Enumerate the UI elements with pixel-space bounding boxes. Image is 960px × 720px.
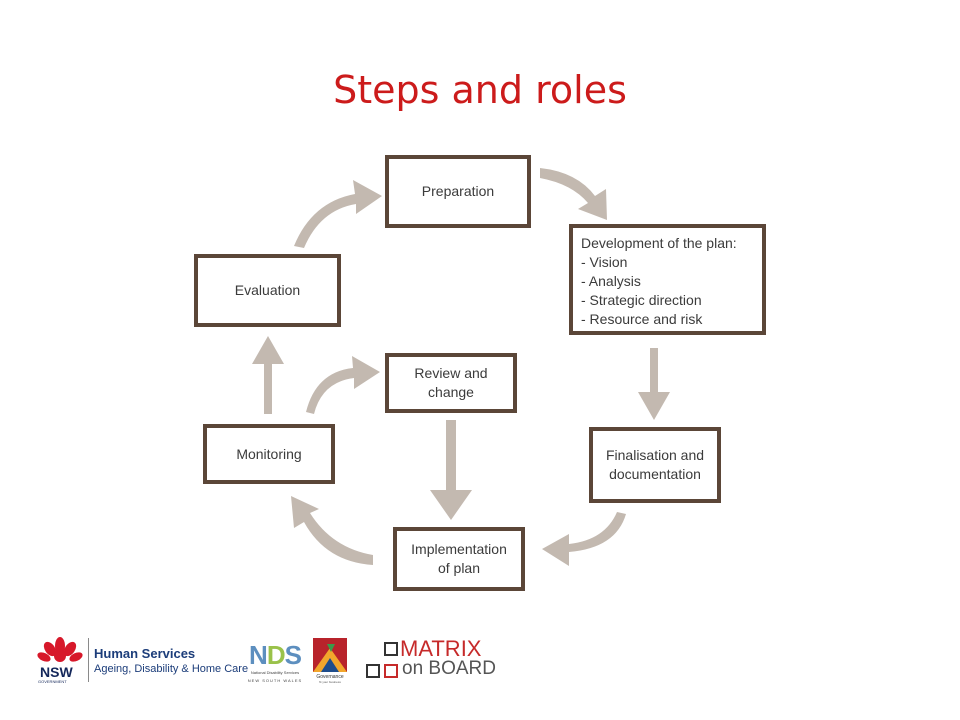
matrix-square-icon	[366, 664, 380, 678]
nsw-government-text: GOVERNMENT	[38, 679, 67, 684]
step-development-content: Development of the plan: - Vision - Anal…	[581, 234, 737, 329]
step-finalisation-label: Finalisation and documentation	[606, 446, 704, 484]
logo-divider	[88, 638, 89, 682]
step-review: Review and change	[385, 353, 517, 413]
matrix-square-icon	[384, 642, 398, 656]
step-development-item: - Analysis	[581, 273, 641, 289]
nsw-human-services-logo: NSW GOVERNMENT Human Services Ageing, Di…	[36, 632, 248, 688]
step-implementation: Implementation of plan	[393, 527, 525, 591]
governance-emblem-icon	[313, 638, 347, 672]
arrow-monitoring-to-evaluation	[252, 336, 284, 414]
step-development-item: - Strategic direction	[581, 292, 702, 308]
waratah-icon	[37, 637, 83, 662]
nds-wordmark: NDS	[244, 640, 306, 671]
step-preparation-label: Preparation	[421, 183, 495, 199]
step-development-heading: Development of the plan:	[581, 235, 737, 251]
step-preparation: Preparation	[385, 155, 531, 228]
nds-letter: D	[266, 640, 286, 670]
step-development: Development of the plan: - Vision - Anal…	[569, 224, 766, 335]
human-services-title: Human Services	[94, 646, 196, 661]
step-review-line: Review and	[414, 365, 488, 381]
arrow-finalisation-to-implementation	[542, 512, 626, 566]
matrix-wordmark: MATRIX	[400, 636, 482, 661]
step-implementation-line: of plan	[437, 560, 481, 576]
adhc-subtitle: Ageing, Disability & Home Care	[94, 663, 249, 675]
step-development-item: - Resource and risk	[581, 311, 703, 327]
matrix-on-board-logo: MATRIX on BOARD	[362, 634, 512, 684]
arrow-preparation-to-development	[540, 168, 607, 220]
nds-letter: S	[284, 640, 302, 670]
step-implementation-label: Implementation of plan	[411, 540, 507, 578]
nds-line1: National Disability Services	[250, 670, 300, 675]
arrow-development-to-finalisation	[638, 348, 670, 420]
governance-logo: Governance fit your business	[313, 638, 347, 688]
step-development-item: - Vision	[581, 254, 628, 270]
step-finalisation: Finalisation and documentation	[589, 427, 721, 503]
slide-title: Steps and roles	[333, 68, 627, 112]
nsw-wordmark: NSW	[40, 664, 73, 680]
nds-logo: NDS National Disability Services NEW SOU…	[244, 640, 306, 688]
governance-tagline: fit your business	[319, 680, 341, 684]
step-review-label: Review and change	[414, 364, 487, 402]
arrow-monitoring-to-review	[306, 356, 380, 414]
arrow-evaluation-to-preparation	[294, 180, 382, 248]
matrix-square-icon	[384, 664, 398, 678]
step-monitoring: Monitoring	[203, 424, 335, 484]
footer-logos: NSW GOVERNMENT Human Services Ageing, Di…	[0, 628, 960, 708]
step-evaluation-label: Evaluation	[234, 282, 301, 298]
step-monitoring-label: Monitoring	[236, 445, 302, 462]
nds-line2: NEW SOUTH WALES	[247, 678, 303, 683]
step-implementation-line: Implementation	[411, 541, 507, 557]
arrow-implementation-to-monitoring	[291, 496, 373, 565]
governance-label: Governance	[316, 674, 344, 680]
nds-letter: N	[249, 640, 268, 670]
step-review-line: change	[428, 384, 474, 400]
step-finalisation-line: documentation	[609, 466, 701, 482]
arrow-review-to-implementation	[430, 420, 472, 520]
step-evaluation: Evaluation	[194, 254, 341, 327]
on-board-wordmark: on BOARD	[402, 658, 496, 679]
step-finalisation-line: Finalisation and	[605, 447, 705, 463]
